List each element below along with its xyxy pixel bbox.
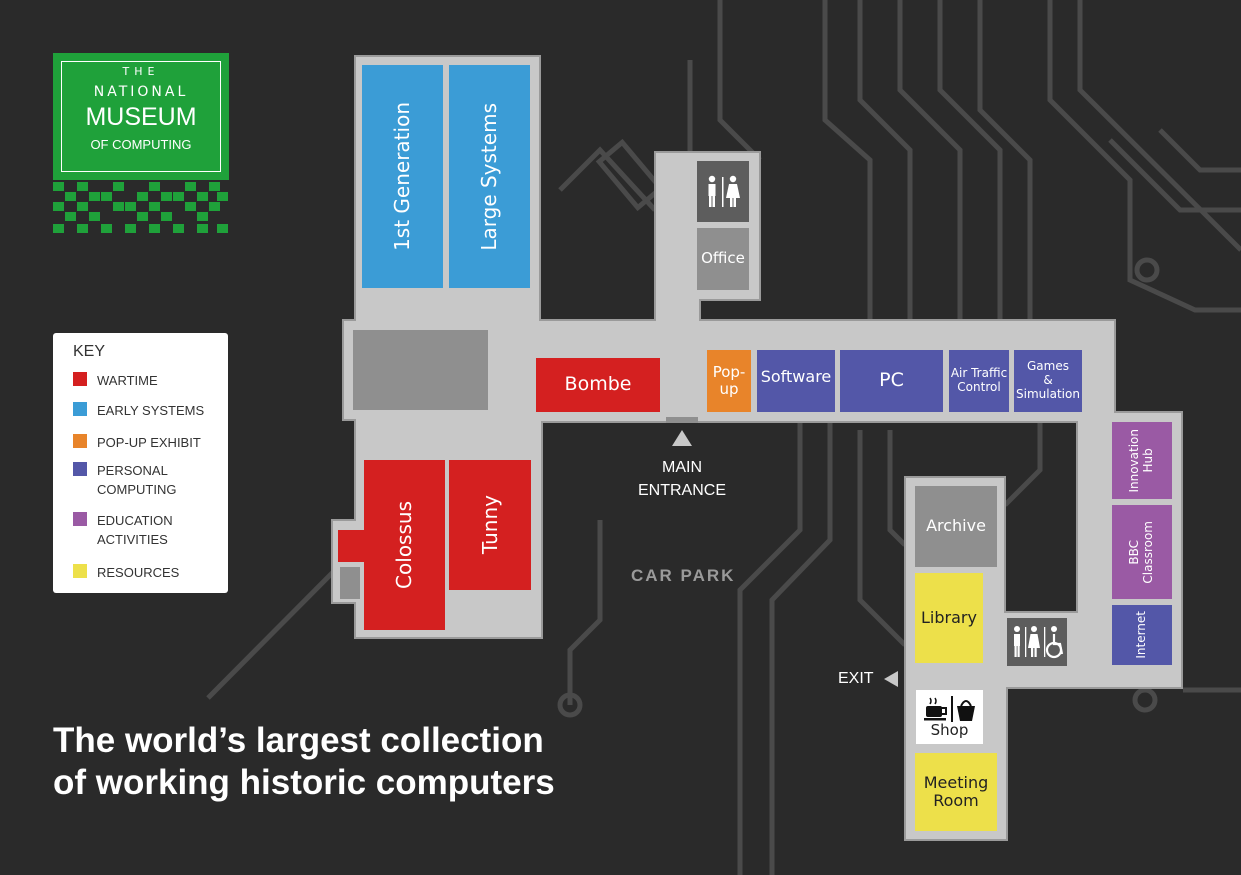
- room-label: BBC Classroom: [1127, 520, 1155, 584]
- room-pc[interactable]: PC: [840, 350, 943, 412]
- key-swatch: [73, 402, 87, 416]
- room-archive[interactable]: Archive: [915, 486, 997, 567]
- unlabelled-room: [353, 330, 488, 410]
- room-label: Colossus: [392, 501, 416, 589]
- key-item-popup-exhibit: POP-UP EXHIBIT: [73, 433, 217, 452]
- room-label: Bombe: [564, 373, 632, 396]
- room-label: Library: [921, 607, 977, 627]
- key-label: EDUCATION ACTIVITIES: [97, 513, 173, 547]
- room-label: Games & Simulation: [1016, 359, 1080, 401]
- room-office[interactable]: Office: [697, 228, 749, 290]
- room-label: Tunny: [477, 495, 502, 555]
- room-meeting-room[interactable]: Meeting Room: [915, 753, 997, 831]
- key-item-resources: RESOURCES: [73, 563, 217, 582]
- tagline: The world’s largest collection of workin…: [53, 721, 555, 802]
- accessible-toilets-icon: [1014, 626, 1064, 659]
- room-shop[interactable]: Shop: [916, 690, 983, 744]
- museum-logo[interactable]: THE NATIONAL MUSEUM OF COMPUTING: [53, 53, 229, 180]
- key-label: POP-UP EXHIBIT: [97, 435, 201, 450]
- car-park-label: CAR PARK: [631, 566, 736, 585]
- room-label: Office: [701, 249, 745, 268]
- toilets-icon: [708, 175, 740, 207]
- small-store: [340, 567, 360, 599]
- main-entrance-label: MAIN ENTRANCE: [637, 459, 726, 499]
- logo-pixel-pattern: [53, 182, 228, 233]
- room-tunny[interactable]: Tunny: [449, 460, 531, 590]
- toilets-upper[interactable]: [697, 161, 749, 222]
- room-popup[interactable]: Pop- up: [707, 350, 751, 412]
- key-title: KEY: [73, 343, 106, 360]
- key-swatch: [73, 462, 87, 476]
- room-software[interactable]: Software: [757, 350, 835, 412]
- logo-line-1: THE: [122, 65, 160, 78]
- room-large-systems[interactable]: Large Systems: [449, 65, 530, 288]
- map-key: KEY WARTIME EARLY SYSTEMS POP-UP EXHIBIT…: [53, 333, 228, 593]
- room-label: 1st Generation: [390, 102, 414, 251]
- room-bombe[interactable]: Bombe: [536, 358, 660, 412]
- room-bbc-classroom[interactable]: BBC Classroom: [1112, 505, 1172, 599]
- room-label: Internet: [1134, 611, 1149, 659]
- arrow-left-icon: [884, 671, 898, 687]
- coffee-cup-icon: [923, 697, 947, 721]
- room-internet[interactable]: Internet: [1112, 605, 1172, 665]
- circuit-lines: [206, 0, 1241, 875]
- colossus-annex: [338, 530, 368, 562]
- key-label: RESOURCES: [97, 565, 180, 580]
- logo-frame: [61, 61, 221, 172]
- key-item-early-systems: EARLY SYSTEMS: [73, 401, 217, 420]
- room-label: Innovation Hub: [1127, 428, 1155, 493]
- room-label: Meeting Room: [923, 772, 989, 810]
- key-swatch: [73, 564, 87, 578]
- exit-label: EXIT: [838, 670, 874, 687]
- main-entrance-door: [666, 417, 698, 423]
- room-label: Air Traffic Control: [950, 366, 1008, 394]
- key-item-wartime: WARTIME: [73, 371, 217, 390]
- key-label: PERSONAL COMPUTING: [97, 463, 177, 497]
- room-innovation-hub[interactable]: Innovation Hub: [1112, 422, 1172, 499]
- room-label: Archive: [926, 516, 986, 536]
- room-library[interactable]: Library: [915, 573, 983, 663]
- key-label: WARTIME: [97, 373, 158, 388]
- room-label: Software: [760, 367, 832, 386]
- key-swatch: [73, 512, 87, 526]
- room-label: Pop- up: [712, 362, 746, 398]
- toilets-lower[interactable]: [1007, 618, 1067, 666]
- logo-line-4: OF COMPUTING: [90, 137, 192, 152]
- room-label: Large Systems: [477, 102, 501, 251]
- room-1st-generation[interactable]: 1st Generation: [362, 65, 443, 288]
- cafe-shop-icons: [923, 696, 975, 723]
- room-label: PC: [879, 369, 904, 392]
- key-swatch: [73, 372, 87, 386]
- shopping-bag-icon: [956, 700, 975, 722]
- key-label: EARLY SYSTEMS: [97, 403, 205, 418]
- room-colossus[interactable]: Colossus: [364, 460, 445, 630]
- key-swatch: [73, 434, 87, 448]
- logo-line-3: MUSEUM: [85, 103, 197, 131]
- room-label: Shop: [930, 721, 969, 740]
- divider-icon: [950, 696, 953, 723]
- room-games-simulation[interactable]: Games & Simulation: [1014, 350, 1082, 412]
- key-item-education-activities: EDUCATION ACTIVITIES: [73, 511, 217, 549]
- room-air-traffic-control[interactable]: Air Traffic Control: [949, 350, 1009, 412]
- key-item-personal-computing: PERSONAL COMPUTING: [73, 461, 217, 499]
- logo-line-2: NATIONAL: [93, 84, 189, 100]
- arrow-up-icon: [672, 430, 692, 446]
